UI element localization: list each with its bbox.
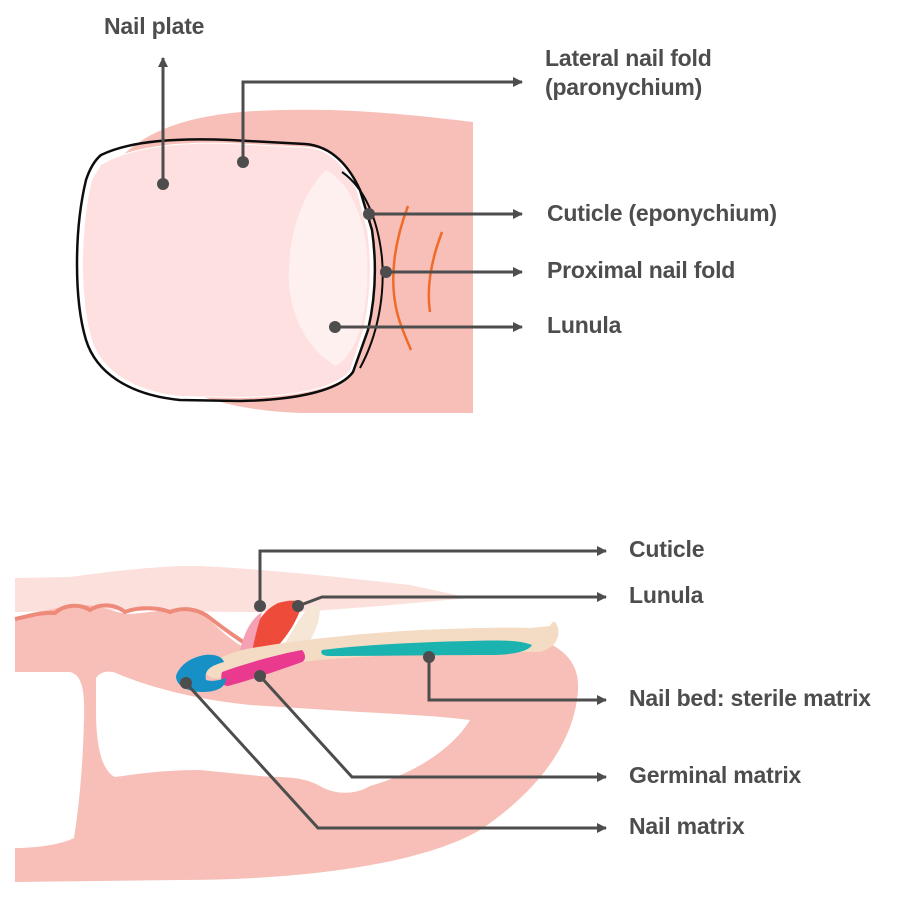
label-nail-matrix: Nail matrix bbox=[629, 812, 744, 840]
label-cuticle-eponychium: Cuticle (eponychium) bbox=[547, 199, 777, 227]
label-nail-bed: Nail bed: sterile matrix bbox=[629, 684, 871, 712]
bottom-cross-section bbox=[15, 566, 578, 882]
label-lateral-nail-fold: Lateral nail fold bbox=[545, 44, 712, 72]
dot-cuticle bbox=[363, 208, 375, 220]
dot-lunula bbox=[329, 321, 341, 333]
label-nail-plate: Nail plate bbox=[104, 12, 204, 40]
label-cuticle-bottom: Cuticle bbox=[629, 535, 704, 563]
dot-nail-bed bbox=[423, 651, 435, 663]
dot-cuticle-bottom bbox=[254, 600, 266, 612]
label-lunula-top: Lunula bbox=[547, 311, 621, 339]
label-proximal-nail-fold: Proximal nail fold bbox=[547, 256, 735, 284]
bone-cavity-left bbox=[15, 672, 84, 848]
label-lunula-bottom: Lunula bbox=[629, 581, 703, 609]
label-germinal-matrix: Germinal matrix bbox=[629, 761, 801, 789]
dot-nail-matrix bbox=[180, 677, 192, 689]
top-fingertip-view bbox=[77, 110, 473, 413]
dot-lunula-bottom bbox=[292, 600, 304, 612]
dot-proximal-fold bbox=[380, 266, 392, 278]
dot-germinal-matrix bbox=[254, 670, 266, 682]
dot-nail-plate bbox=[157, 178, 169, 190]
label-paronychium: (paronychium) bbox=[545, 73, 702, 101]
dot-lateral-fold bbox=[237, 156, 249, 168]
